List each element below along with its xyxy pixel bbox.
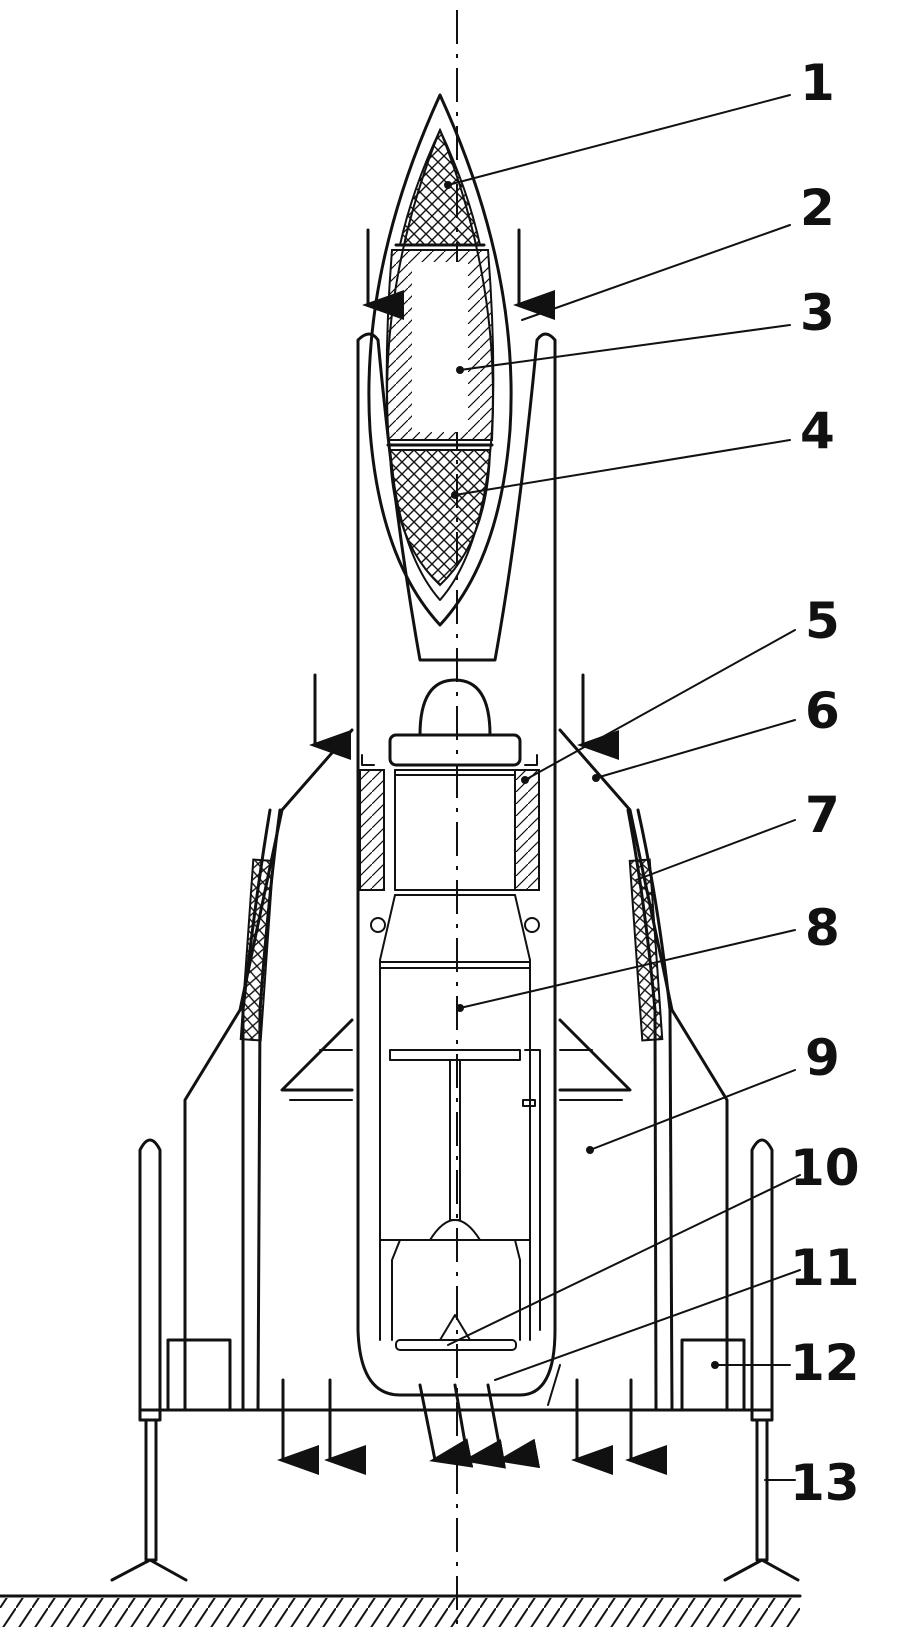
engine-core [370, 733, 541, 1351]
engine-dome [418, 678, 492, 737]
callout-8: 8 [805, 899, 840, 957]
fuel-tank-right [514, 769, 540, 891]
callout-11: 11 [790, 1239, 860, 1297]
callout-1: 1 [800, 54, 835, 112]
callout-7: 7 [805, 786, 840, 844]
leader-lines [444, 94, 801, 1481]
callout-6: 6 [805, 682, 840, 740]
fuselage-shell [356, 332, 557, 1397]
callout-labels: 1 2 3 4 5 6 7 8 9 10 11 12 13 [790, 54, 860, 1512]
landing-legs [110, 1138, 800, 1582]
fuel-tank-left [359, 769, 385, 891]
callout-4: 4 [800, 402, 835, 460]
lower-compartment [388, 449, 492, 587]
callout-5: 5 [805, 592, 840, 650]
callout-12: 12 [790, 1334, 860, 1392]
callout-3: 3 [800, 284, 835, 342]
callout-10: 10 [790, 1139, 860, 1197]
callout-2: 2 [800, 179, 835, 237]
side-nozzle-left [239, 858, 275, 1042]
nose-compartment [398, 127, 482, 246]
callout-13: 13 [790, 1454, 860, 1512]
callout-9: 9 [805, 1029, 840, 1087]
compartment-right [680, 1338, 746, 1412]
compartment-left [166, 1338, 232, 1412]
airflow-arrows [277, 228, 667, 1475]
ground [0, 1594, 802, 1627]
side-nozzle-right [628, 858, 664, 1042]
